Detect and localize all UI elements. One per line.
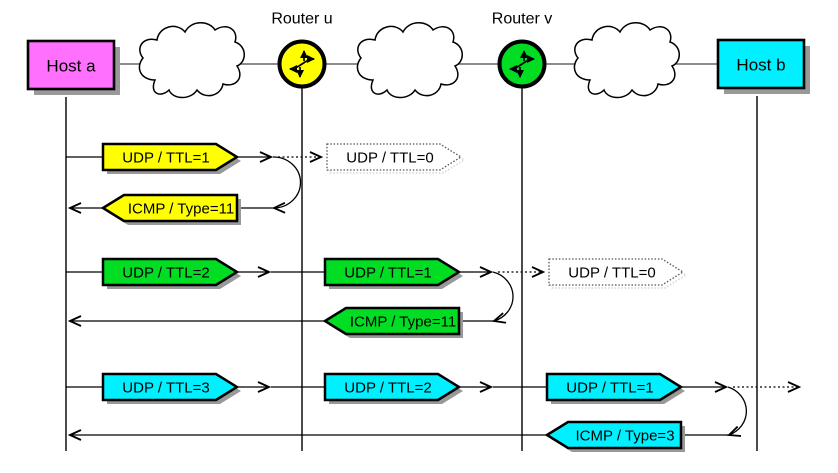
bounce-arrow-router-u [273, 156, 302, 208]
udp-packet-hop1: UDP / TTL=2 [101, 257, 241, 289]
packet-label: UDP / TTL=1 [122, 150, 209, 167]
packet-label: ICMP / Type=3 [575, 428, 674, 445]
udp-packet-hop2: UDP / TTL=2 [323, 372, 463, 404]
packet-shape [322, 306, 461, 336]
host-b-label: Host b [736, 56, 785, 75]
router-v-node: Router v [492, 11, 552, 89]
packet-label: UDP / TTL=0 [568, 265, 655, 282]
udp-packet-hop3: UDP / TTL=1 [545, 372, 685, 404]
sequence-ttl2: UDP / TTL=2 UDP / TTL=1 UDP / TTL=0 ICMP… [66, 257, 688, 338]
packet-label: UDP / TTL=3 [122, 380, 209, 397]
host-b-node: Host b [716, 38, 810, 94]
packet-shape [100, 193, 239, 223]
expired-packet: UDP / TTL=0 [548, 258, 688, 289]
icmp-reply-packet: ICMP / Type=11 [322, 306, 463, 338]
packet-label: UDP / TTL=0 [346, 150, 433, 167]
packet-shape [101, 372, 240, 402]
packet-label: ICMP / Type=11 [350, 314, 456, 331]
expired-packet: UDP / TTL=0 [326, 143, 466, 174]
icmp-reply-packet: ICMP / Type=3 [544, 420, 685, 452]
host-a-box [26, 39, 116, 91]
icmp-reply-packet: ICMP / Type=11 [100, 193, 241, 225]
packet-shape [101, 257, 240, 287]
router-v-label: Router v [492, 11, 552, 28]
router-u-node: Router u [271, 11, 333, 89]
packet-label: UDP / TTL=1 [344, 265, 431, 282]
host-b-box [716, 38, 806, 90]
udp-packet-hop1: UDP / TTL=1 [101, 142, 241, 174]
packet-label: UDP / TTL=2 [122, 265, 209, 282]
router-icon [509, 50, 535, 78]
packet-label: ICMP / Type=11 [128, 201, 234, 218]
bounce-arrow-host-b [728, 386, 748, 435]
packet-shape [545, 372, 684, 402]
router-u-label: Router u [271, 11, 332, 28]
packet-shape [323, 372, 462, 402]
sequence-ttl3: UDP / TTL=3 UDP / TTL=2 UDP / TTL=1 ICMP… [66, 372, 799, 452]
sequence-ttl1: UDP / TTL=1 UDP / TTL=0 ICMP / Type=11 [66, 142, 466, 225]
packet-shape [326, 143, 463, 171]
udp-packet-hop1: UDP / TTL=3 [101, 372, 241, 404]
network-cloud-icon-3 [573, 21, 681, 99]
packet-shape [323, 257, 462, 287]
packet-shape [548, 258, 685, 286]
udp-packet-hop2: UDP / TTL=1 [323, 257, 463, 289]
packet-label: UDP / TTL=1 [566, 380, 653, 397]
packet-shape [101, 142, 240, 172]
host-a-label: Host a [46, 57, 96, 76]
network-cloud-icon-1 [138, 21, 246, 99]
host-a-node: Host a [26, 39, 120, 95]
network-cloud-icon-2 [356, 21, 464, 99]
router-icon [289, 50, 315, 78]
bounce-arrow-router-v [493, 271, 514, 321]
packet-shape [544, 420, 683, 450]
packet-label: UDP / TTL=2 [344, 380, 431, 397]
